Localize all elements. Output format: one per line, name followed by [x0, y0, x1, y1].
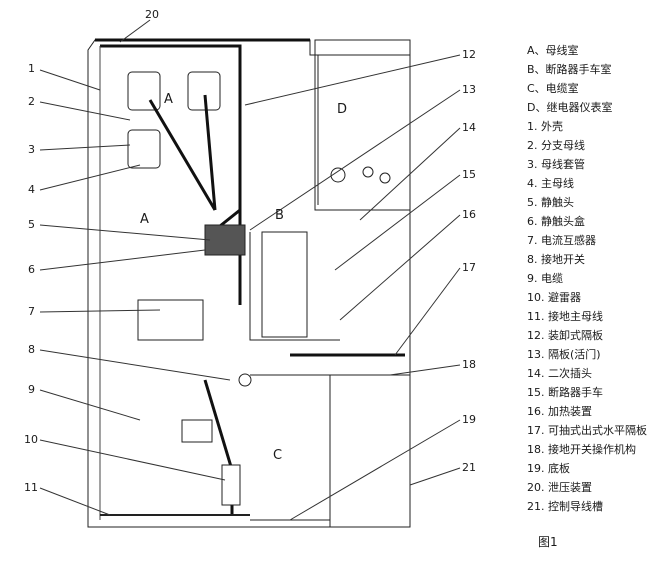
static-contact-box: [204, 224, 246, 256]
callout-19: 19: [462, 413, 476, 426]
callout-9: 9: [28, 383, 35, 396]
callout-7: 7: [28, 305, 35, 318]
earthing-switch-pivot: [238, 373, 252, 387]
legend-item: 1. 外壳: [527, 120, 563, 133]
callout-18: 18: [462, 358, 476, 371]
current-transformer-box: [137, 299, 204, 341]
callout-3: 3: [28, 143, 35, 156]
relay-knob-1: [330, 167, 346, 183]
figure-caption: 图1: [538, 535, 558, 549]
legend-item: 4. 主母线: [527, 177, 574, 190]
callout-15: 15: [462, 168, 476, 181]
legend-item: B、断路器手车室: [527, 63, 612, 76]
callout-13: 13: [462, 83, 476, 96]
callout-6: 6: [28, 263, 35, 276]
control-duct: [330, 374, 411, 527]
legend-item: 14. 二次插头: [527, 367, 592, 380]
bushing-1: [127, 71, 161, 111]
legend-item: D、继电器仪表室: [527, 101, 613, 114]
callout-17: 17: [462, 261, 476, 274]
breaker-guide: [249, 232, 340, 341]
legend-item: 5. 静触头: [527, 196, 574, 209]
legend-item: 19. 底板: [527, 462, 570, 475]
compartment-label-c: C: [273, 448, 283, 463]
compartment-label-a-lower: A: [140, 212, 149, 227]
legend-item: 9. 电缆: [527, 272, 563, 285]
callout-20: 20: [145, 8, 159, 21]
lightning-arrester: [221, 464, 241, 506]
legend-item: 15. 断路器手车: [527, 386, 603, 399]
legend-item: 6. 静触头盒: [527, 215, 585, 228]
legend-item: 2. 分支母线: [527, 139, 585, 152]
callout-1: 1: [28, 62, 35, 75]
callout-16: 16: [462, 208, 476, 221]
legend-item: 3. 母线套管: [527, 158, 585, 171]
callout-lines: [39, 19, 461, 521]
callout-11: 11: [24, 481, 38, 494]
legend-item: 21. 控制导线槽: [527, 500, 603, 513]
bushing-2: [187, 71, 221, 111]
legend-item: 12. 装卸式隔板: [527, 329, 603, 342]
callout-10: 10: [24, 433, 38, 446]
legend-item: 13. 隔板(活门): [527, 348, 601, 361]
legend-item: A、母线室: [527, 44, 579, 57]
compartment-label-a-upper: A: [164, 92, 173, 107]
branch-busbar: [148, 94, 217, 211]
arrester-box: [181, 419, 213, 443]
callout-14: 14: [462, 121, 476, 134]
callout-5: 5: [28, 218, 35, 231]
callout-4: 4: [28, 183, 35, 196]
relay-knob-2: [362, 166, 374, 178]
relay-compartment: [314, 39, 411, 211]
callout-8: 8: [28, 343, 35, 356]
callout-12: 12: [462, 48, 476, 61]
legend-item: 16. 加热装置: [527, 405, 592, 418]
compartment-label-b: B: [275, 208, 284, 223]
callout-2: 2: [28, 95, 35, 108]
legend-item: 18. 接地开关操作机构: [527, 443, 636, 456]
callout-21: 21: [462, 461, 476, 474]
legend-item: 20. 泄压装置: [527, 481, 592, 494]
cabinet-outline: [87, 39, 411, 528]
legend-item: 10. 避雷器: [527, 291, 581, 304]
relay-knob-3: [379, 172, 391, 184]
bushing-3: [127, 129, 161, 169]
legend-item: C、电缆室: [527, 82, 579, 95]
compartment-label-d: D: [337, 102, 348, 117]
cable-compartment: [250, 374, 331, 521]
legend-item: 11. 接地主母线: [527, 310, 603, 323]
legend-item: 7. 电流互感器: [527, 234, 596, 247]
legend-item: 17. 可抽式出式水平隔板: [527, 424, 647, 437]
legend-item: 8. 接地开关: [527, 253, 585, 266]
breaker-truck-body: [261, 231, 308, 338]
